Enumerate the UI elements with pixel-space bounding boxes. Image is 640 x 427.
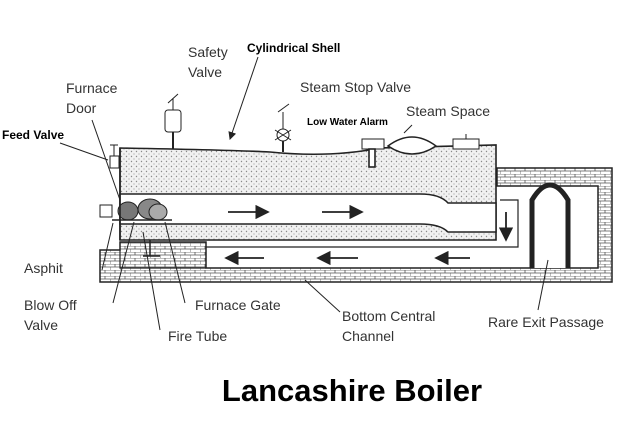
label-steam-stop-valve: Steam Stop Valve bbox=[300, 79, 411, 95]
low-water-alarm-icon bbox=[361, 138, 385, 168]
label-rare-exit-passage: Rare Exit Passage bbox=[488, 314, 604, 330]
fire-tube bbox=[119, 193, 497, 233]
label-cylindrical-shell: Cylindrical Shell bbox=[247, 41, 340, 55]
label-bottom-central-channel-1: Bottom Central bbox=[342, 308, 435, 324]
blow-off-valve bbox=[143, 240, 160, 257]
steam-stop-valve-icon bbox=[274, 103, 292, 152]
label-furnace-gate: Furnace Gate bbox=[195, 297, 281, 313]
label-feed-valve: Feed Valve bbox=[2, 128, 64, 142]
safety-valve-icon bbox=[164, 93, 182, 149]
steam-pipe-icon bbox=[452, 134, 480, 150]
label-safety-valve-2: Valve bbox=[188, 64, 222, 80]
label-safety-valve-1: Safety bbox=[188, 44, 228, 60]
label-blow-off-valve-2: Valve bbox=[24, 317, 58, 333]
label-furnace-door-1: Furnace bbox=[66, 80, 118, 96]
steam-space-icon bbox=[386, 136, 438, 155]
label-fire-tube: Fire Tube bbox=[168, 328, 227, 344]
label-steam-space: Steam Space bbox=[406, 103, 490, 119]
label-bottom-central-channel-2: Channel bbox=[342, 328, 394, 344]
label-asphit: Asphit bbox=[24, 260, 63, 276]
leader-lines bbox=[59, 56, 549, 331]
label-low-water-alarm: Low Water Alarm bbox=[307, 117, 388, 128]
label-blow-off-valve-1: Blow Off bbox=[24, 297, 77, 313]
brick-setting bbox=[99, 167, 613, 283]
feed-valve-icon bbox=[109, 144, 120, 169]
furnace-grate bbox=[99, 198, 172, 221]
bottom-central-channel bbox=[206, 199, 519, 248]
label-furnace-door-2: Door bbox=[66, 100, 97, 116]
diagram-title: Lancashire Boiler bbox=[222, 373, 482, 408]
rare-exit-passage bbox=[529, 182, 571, 268]
